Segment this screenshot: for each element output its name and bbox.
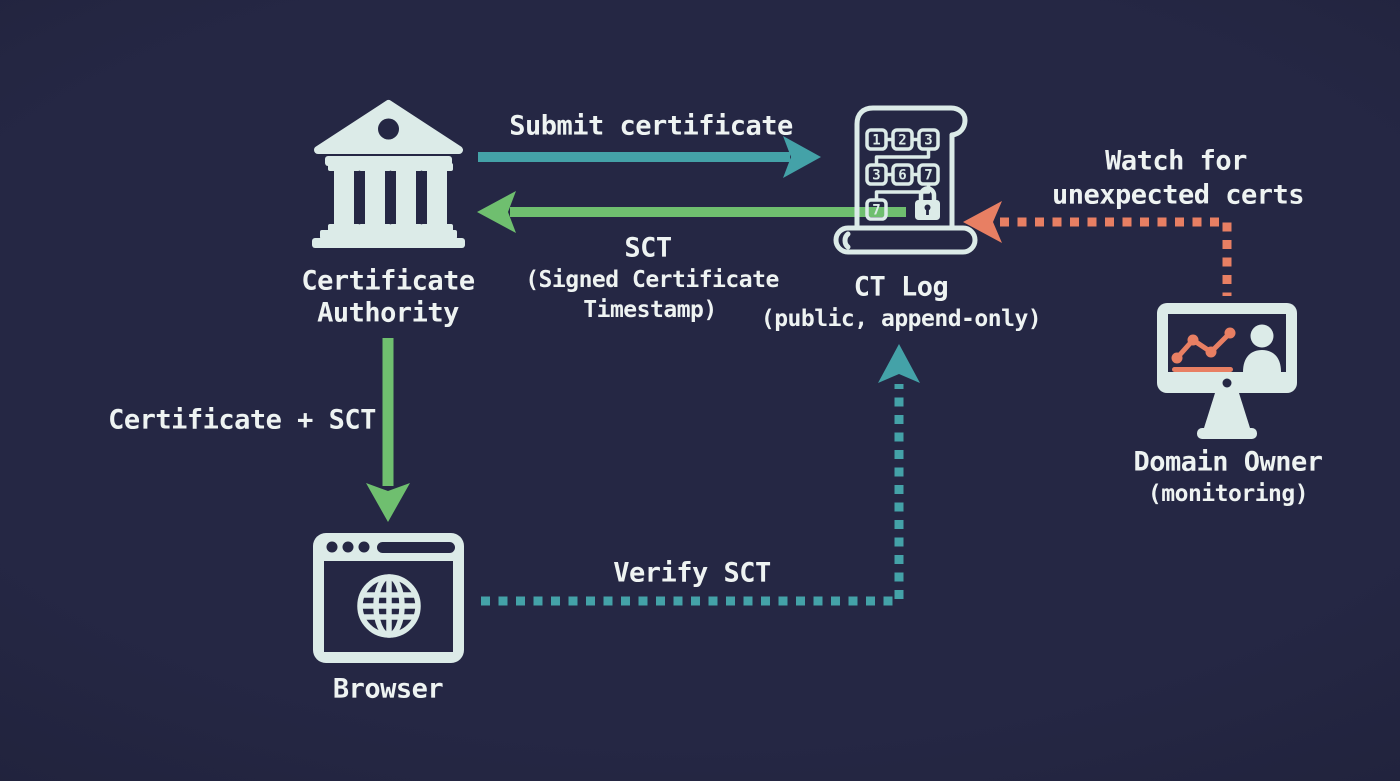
watch-arrow (963, 201, 1232, 296)
leaf-5: 6 (898, 168, 906, 184)
browser-icon (313, 533, 464, 663)
sct-arrow (477, 191, 906, 233)
leaf-2: 2 (898, 133, 906, 149)
certificate-plus-sct-label: Certificate + SCT (108, 404, 376, 436)
watch-label-line1: Watch for (1105, 145, 1247, 177)
bank-icon (312, 100, 465, 248)
watch-label-line2: unexpected certs (1051, 179, 1305, 211)
leaf-6: 7 (924, 168, 932, 184)
verify-sct-label: Verify SCT (613, 557, 771, 589)
certificate-plus-sct-arrow (366, 338, 410, 522)
monitor-chart (1171, 327, 1236, 372)
submit-certificate-arrow (478, 136, 821, 178)
leaf-3: 3 (924, 133, 932, 149)
certificate-authority-label-line1: Certificate (301, 265, 475, 297)
sct-label: SCT (624, 232, 672, 264)
leaf-4: 3 (872, 168, 880, 184)
sct-sublabel-line2: Timestamp) (583, 297, 717, 323)
globe-icon (357, 574, 421, 638)
leaf-7: 7 (872, 203, 880, 219)
person-icon (1243, 324, 1281, 372)
ct-log-label: CT Log (853, 271, 949, 303)
ct-log-sublabel: (public, append-only) (760, 306, 1042, 332)
domain-owner-sublabel: (monitoring) (1147, 481, 1309, 507)
sct-sublabel-line1: (Signed Certificate (525, 267, 779, 293)
merkle-tree (865, 128, 940, 221)
browser-label: Browser (332, 673, 444, 705)
lock-icon (915, 186, 940, 220)
leaf-1: 1 (872, 133, 880, 149)
monitor-icon (1157, 303, 1297, 439)
domain-owner-label: Domain Owner (1133, 446, 1323, 478)
verify-sct-arrow (481, 344, 920, 606)
certificate-authority-label-line2: Authority (317, 297, 459, 329)
submit-certificate-label: Submit certificate (509, 110, 793, 142)
scroll-icon: 1 2 3 3 6 7 7 (833, 105, 978, 255)
